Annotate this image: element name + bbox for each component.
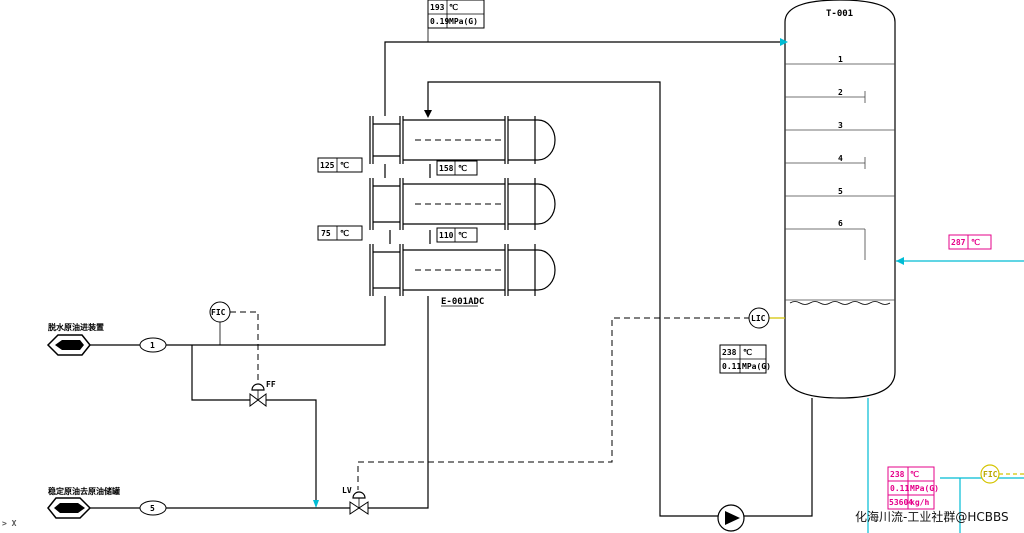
tag-product-temp: 238 — [890, 470, 905, 479]
tag-overhead-temp: 193 — [430, 3, 445, 12]
tag-product-temp-unit: ℃ — [910, 470, 919, 479]
lic-instrument[interactable] — [748, 307, 770, 329]
tag-reboiler-temp: 287 — [951, 238, 966, 247]
lv-valve-label: LV — [342, 486, 352, 495]
tray-2-label: 2 — [838, 88, 843, 97]
tray-5-label: 5 — [838, 187, 843, 196]
tag-overhead-temp-unit: ℃ — [449, 3, 458, 12]
column-tag: T-001 — [826, 9, 853, 19]
feed-inlet-label: 脱水原油进装置 — [48, 322, 104, 332]
product-outlet-arrow-icon — [47, 497, 92, 519]
tag-exch-out-unit: ℃ — [458, 231, 467, 240]
tag-product-flow-unit: kg/h — [910, 498, 929, 507]
fic-instrument[interactable] — [209, 301, 231, 323]
tag-overhead-press-unit: MPa(G) — [449, 17, 478, 26]
tag-product-flow: 53604 — [889, 498, 913, 507]
exchanger-interconnects — [384, 164, 431, 244]
tag-bottoms[interactable] — [719, 344, 767, 374]
tag-exch-in-bot-temp: 75 — [321, 229, 331, 238]
fic-label: FIC — [211, 308, 226, 317]
cad-cursor-icon: > X — [2, 519, 17, 528]
tag-exch-mid-unit: ℃ — [458, 164, 467, 173]
tag-exch-in-top-temp: 125 — [320, 161, 335, 170]
tag-overhead[interactable] — [427, 0, 485, 29]
fic-2-label: FIC — [983, 470, 998, 479]
tag-exch-in-top-unit: ℃ — [340, 161, 349, 170]
exchanger-e001-c[interactable] — [369, 244, 556, 296]
stream-5-number: 5 — [150, 504, 155, 513]
lv-control-valve[interactable] — [349, 491, 369, 515]
tray-3-label: 3 — [838, 121, 843, 130]
bottoms-pump[interactable] — [717, 504, 745, 532]
ff-valve-label: FF — [266, 380, 276, 389]
stream-5-marker[interactable] — [139, 500, 167, 516]
tag-product-press-unit: MPa(G) — [910, 484, 939, 493]
tray-6-label: 6 — [838, 219, 843, 228]
feed-inlet-arrow-icon — [46, 334, 91, 356]
product-outlet-label: 稳定原油去原油储罐 — [48, 486, 120, 496]
tray-4-label: 4 — [838, 154, 843, 163]
tag-bottoms-press-unit: MPa(G) — [742, 362, 771, 371]
stream-1-marker[interactable] — [139, 337, 167, 353]
tag-reboiler-unit: ℃ — [971, 238, 980, 247]
tag-exch-out[interactable] — [436, 227, 478, 243]
exchanger-e001-b[interactable] — [369, 178, 556, 230]
tray-1-label: 1 — [838, 55, 843, 64]
tag-bottoms-temp-unit: ℃ — [743, 348, 752, 357]
tag-product-press: 0.11 — [890, 484, 909, 493]
tag-reboiler[interactable] — [948, 234, 992, 250]
tag-exch-in-bot[interactable] — [317, 225, 363, 241]
piping — [90, 38, 813, 517]
exchanger-e001-a[interactable] — [369, 116, 556, 164]
fic-instrument-2[interactable] — [980, 464, 1024, 484]
tag-product[interactable] — [887, 466, 935, 510]
tag-overhead-press: 0.19 — [430, 17, 449, 26]
exchanger-tag: E-001ADC — [441, 297, 484, 307]
lic-label: LIC — [751, 314, 766, 323]
tag-exch-in-bot-unit: ℃ — [340, 229, 349, 238]
column-t001[interactable] — [784, 0, 896, 399]
tag-exch-out-temp: 110 — [439, 231, 454, 240]
stream-1-number: 1 — [150, 341, 155, 350]
tag-exch-mid-temp: 158 — [439, 164, 454, 173]
tag-exch-mid[interactable] — [436, 160, 478, 176]
ff-control-valve[interactable] — [249, 383, 267, 407]
watermark-text: 化海川流-工业社群@HCBBS — [855, 509, 1009, 524]
tag-exch-in-top[interactable] — [317, 157, 363, 173]
tag-bottoms-temp: 238 — [722, 348, 737, 357]
tag-bottoms-press: 0.11 — [722, 362, 741, 371]
column-trays — [785, 63, 895, 260]
reboiler-return-line — [867, 257, 1024, 533]
